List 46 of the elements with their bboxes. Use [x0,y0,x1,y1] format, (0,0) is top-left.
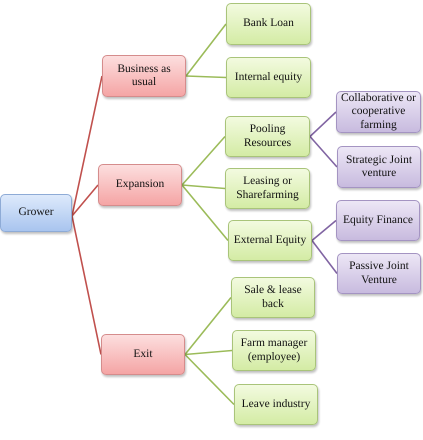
connector-line [184,297,232,355]
connector-line [182,184,226,190]
node-label: Sale & lease back [243,284,303,311]
node-box [337,146,421,188]
node-label: Internal equity [234,70,302,84]
node-label: Strategic Joint venture [344,154,414,180]
node-box [337,253,421,294]
connector-line [71,216,102,355]
node-label: Pooling Resources [242,123,292,150]
connector-line [181,136,226,186]
connector-line [181,184,229,242]
node-box [0,194,72,232]
connector-line [184,354,235,406]
node-label: Passive Joint Venture [348,260,410,287]
connector-line [184,350,232,356]
node-label: Business as usual [116,62,172,90]
node-box [228,220,312,261]
node-label: Leave industry [242,398,310,412]
node-box [102,55,186,97]
connector-line [309,136,338,168]
node-label: Expansion [116,178,164,192]
connector-line [311,220,337,242]
connector-line [185,24,227,76]
node-label: Bank Loan [243,17,294,31]
connector-line [311,240,338,274]
node-label: Farm manager (employee) [240,337,308,364]
node-box [234,384,318,425]
node-box [225,116,310,157]
node-box [101,334,185,375]
connector-line [71,76,103,216]
node-box [232,330,316,371]
node-box [226,57,311,98]
node-box [226,3,311,45]
connector-line [71,184,99,217]
node-label: Collaborative or cooperative farming [340,92,417,132]
node-label: Exit [133,348,153,362]
node-label: Equity Finance [343,214,413,228]
node-box [231,277,315,318]
node-label: Leasing or Sharefarming [235,175,300,202]
node-label: Grower [18,206,54,220]
node-box [225,168,310,209]
node-box [98,164,182,206]
connector-line [186,75,226,78]
node-label: External Equity [234,234,306,248]
node-box [336,200,420,241]
connector-line [309,111,337,138]
